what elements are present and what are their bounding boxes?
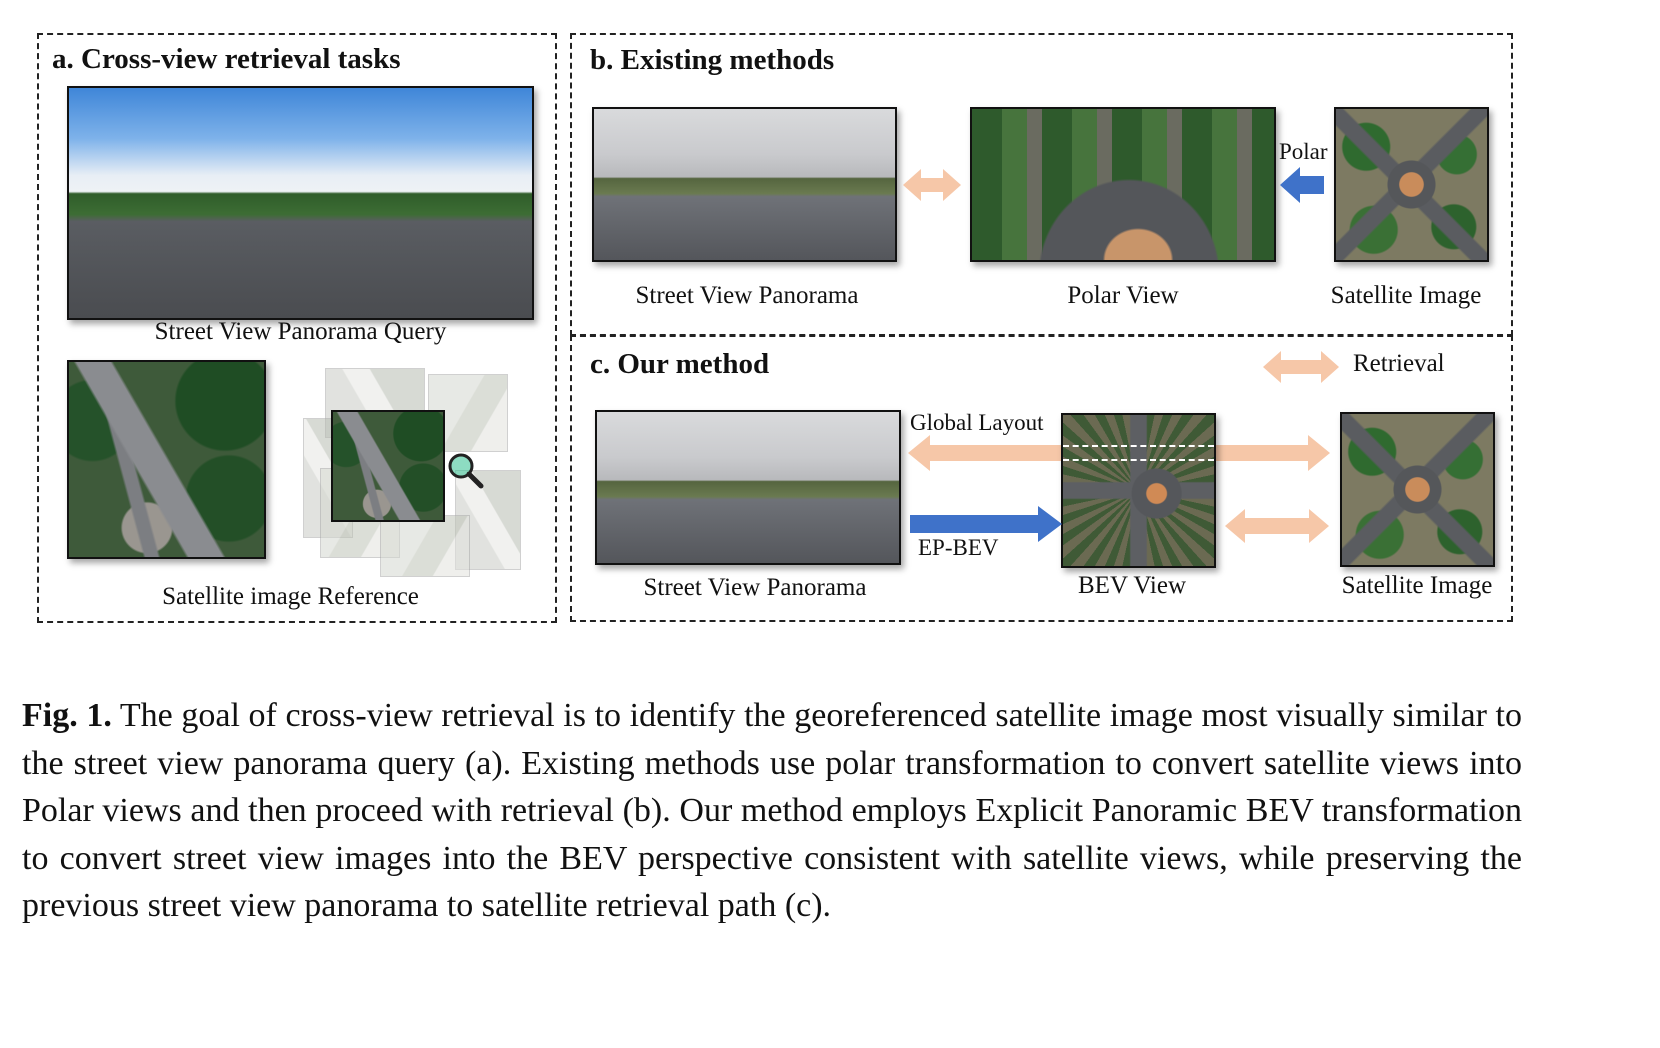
- panel-a-title: a. Cross-view retrieval tasks: [52, 43, 401, 75]
- polar-view-image: [970, 107, 1276, 262]
- retrieval-legend-arrow: [1263, 351, 1339, 383]
- panel-c-satellite-label: Satellite Image: [1341, 572, 1493, 599]
- query-label: Street View Panorama Query: [154, 318, 447, 345]
- panel-b-street-view-panorama-image: [592, 107, 897, 262]
- panel-b-satellite-label: Satellite Image: [1330, 282, 1482, 309]
- bev-view-label: BEV View: [1078, 572, 1186, 599]
- panel-c: [570, 335, 1513, 622]
- magnifier-icon: [448, 453, 484, 489]
- retrieval-double-arrow: [903, 169, 961, 201]
- panel-b-satellite-image: [1334, 107, 1489, 262]
- ep-bev-label: EP-BEV: [918, 535, 999, 560]
- panel-a: [37, 33, 557, 623]
- gallery-tile: [380, 515, 470, 577]
- panel-c-pano-label: Street View Panorama: [643, 574, 867, 601]
- panel-b-pano-label: Street View Panorama: [635, 282, 859, 309]
- bev-dashed-guide: [1063, 445, 1214, 461]
- polar-arrow-label: Polar: [1279, 139, 1328, 164]
- bev-satellite-retrieval-arrow: [1225, 509, 1329, 543]
- polar-view-label: Polar View: [1067, 282, 1179, 309]
- global-layout-label: Global Layout: [910, 410, 1044, 435]
- panel-c-title: c. Our method: [590, 348, 770, 380]
- bev-view-image: [1061, 413, 1216, 568]
- figure-caption: Fig. 1. The goal of cross-view retrieval…: [22, 692, 1522, 930]
- selected-gallery-tile: [331, 410, 445, 522]
- caption-text: The goal of cross-view retrieval is to i…: [22, 697, 1523, 924]
- retrieval-legend-label: Retrieval: [1353, 350, 1445, 377]
- reference-label: Satellite image Reference: [162, 583, 419, 610]
- panel-b-title: b. Existing methods: [590, 44, 835, 76]
- figure-label: Fig. 1.: [22, 697, 112, 734]
- satellite-reference-image: [67, 360, 266, 559]
- panel-c-satellite-image: [1340, 412, 1495, 567]
- ep-bev-transform-arrow: [910, 506, 1062, 542]
- polar-transform-arrow: [1280, 167, 1324, 203]
- panel-c-street-view-panorama-image: [595, 410, 901, 565]
- street-view-panorama-query-image: [67, 86, 534, 320]
